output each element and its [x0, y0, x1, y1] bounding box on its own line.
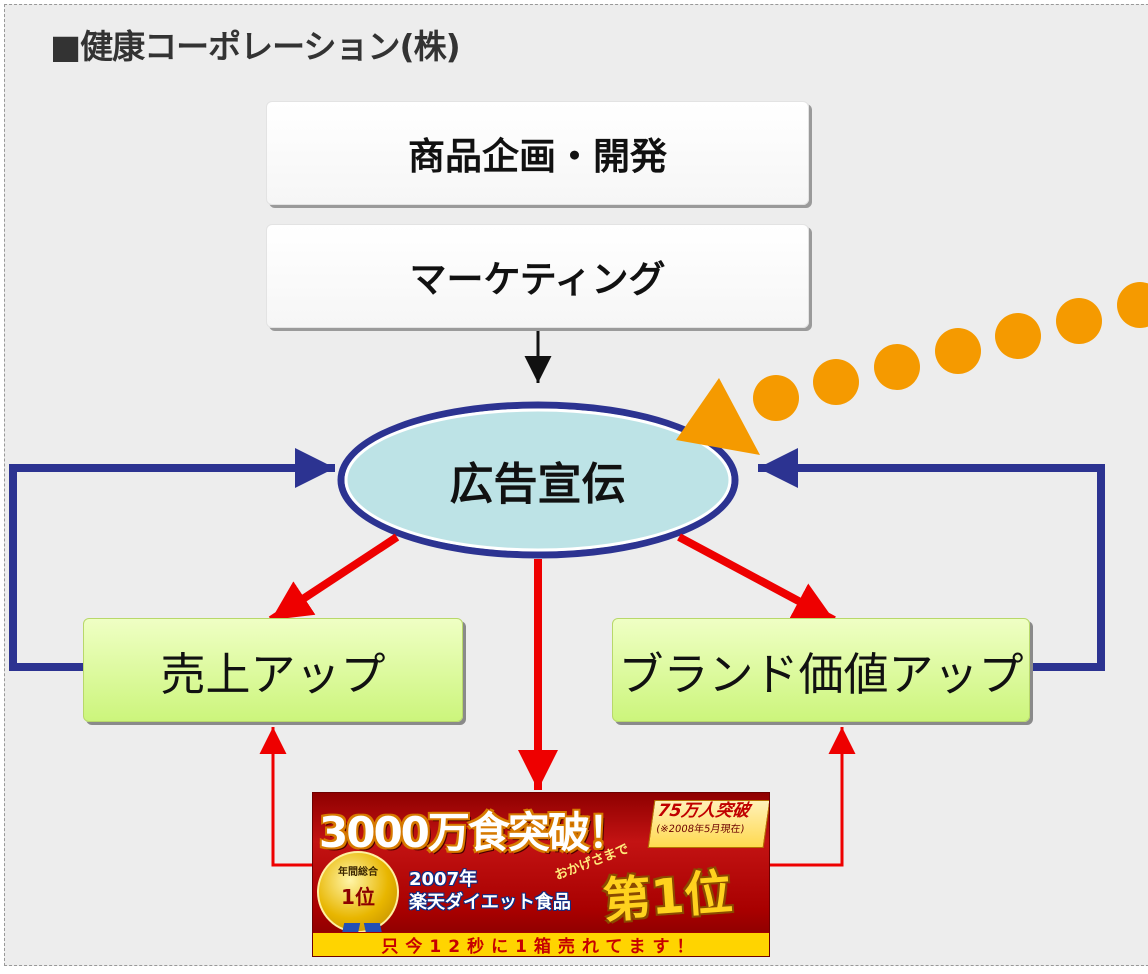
marketing-label: マーケティング: [409, 258, 666, 301]
brand-feedback-arrow: [758, 448, 1105, 671]
brand-value-up-box: ブランド価値アップ: [612, 618, 1030, 722]
product-planning-box: 商品企画・開発: [266, 101, 809, 205]
advertising-ellipse-outer: [337, 401, 739, 559]
banner-rank: 第1位: [601, 864, 735, 930]
marketing-box: マーケティング: [266, 224, 809, 328]
brand-value-up-label: ブランド価値アップ: [618, 647, 1024, 701]
sales-up-label: 売上アップ: [160, 647, 386, 701]
advertising-to-brand-arrow: [677, 533, 836, 624]
advertising-label: 広告宣伝: [449, 459, 626, 510]
orange-dotted-pointer-icon: [676, 282, 1148, 455]
banner-year: 2007年: [409, 869, 478, 890]
users-tag-main: 75万人突破: [656, 801, 751, 821]
advertising-ellipse: [344, 408, 732, 552]
promotion-banner: 3000万食突破！ 75万人突破 (※2008年5月現在) 年間総合 1位 20…: [312, 792, 770, 957]
company-title: ■健康コーポレーション(株): [50, 27, 461, 66]
sales-feedback-arrow: [9, 448, 335, 671]
sales-up-box: 売上アップ: [83, 618, 463, 722]
banner-headline: 3000万食突破！: [319, 808, 630, 857]
banner-to-sales-arrow: [259, 727, 312, 867]
banner-to-brand-arrow: [770, 727, 856, 867]
users-tag-note: (※2008年5月現在): [655, 824, 745, 835]
users-tag: 75万人突破 (※2008年5月現在): [647, 800, 769, 848]
product-planning-label: 商品企画・開発: [408, 135, 667, 178]
award-main-text: 1位: [341, 885, 375, 909]
award-top-text: 年間総合: [338, 867, 378, 878]
banner-footer: 只今12秒に1箱売れてます！: [313, 932, 769, 956]
advertising-to-sales-arrow: [268, 533, 400, 624]
award-seal: 年間総合 1位: [317, 851, 399, 933]
banner-category: 楽天ダイエット食品: [409, 892, 571, 913]
